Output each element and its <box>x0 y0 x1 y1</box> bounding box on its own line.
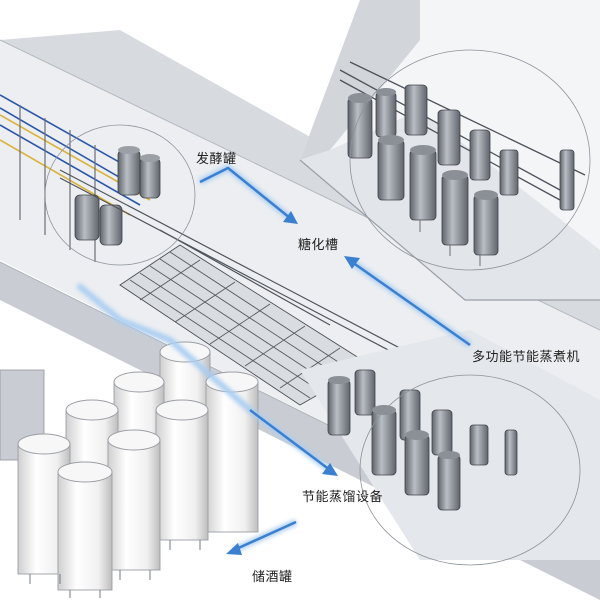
callout-circle <box>359 374 581 566</box>
inset-room-top <box>299 0 600 301</box>
arrow-icon <box>198 164 298 224</box>
saccharification-grid <box>119 244 371 406</box>
label-saccharification-tank: 糖化槽 <box>298 238 339 253</box>
arrow-icon <box>344 256 472 348</box>
flow-arrows <box>76 164 472 555</box>
fermentation-area <box>0 94 161 262</box>
callout-circles <box>44 49 591 271</box>
label-distillation-equipment: 节能蒸馏设备 <box>302 490 384 505</box>
cooker-distill-area <box>300 330 600 566</box>
arrow-icon <box>76 282 338 476</box>
label-multifunction-cooker: 多功能节能蒸煮机 <box>472 350 581 365</box>
label-liquor-storage-tank: 储酒罐 <box>252 570 293 585</box>
arrow-icon <box>226 519 298 555</box>
label-fermentation-tank: 发酵罐 <box>196 152 237 167</box>
